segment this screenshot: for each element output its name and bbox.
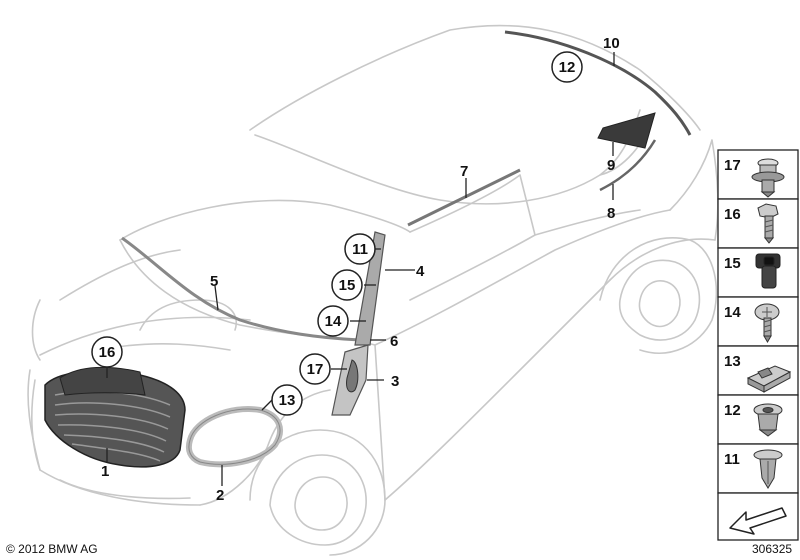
push-rivet-icon <box>753 449 783 489</box>
front-grille <box>44 366 186 468</box>
clip-bracket-icon <box>746 365 792 393</box>
callout-15-circle: 15 <box>331 269 363 301</box>
parts-panel: 17 16 15 14 13 12 11 <box>717 149 799 541</box>
callout-16-circle: 16 <box>91 336 123 368</box>
leader-lines <box>106 52 615 486</box>
callout-16: 16 <box>99 344 116 361</box>
callout-1: 1 <box>101 463 109 480</box>
callout-8: 8 <box>607 205 615 222</box>
callout-5: 5 <box>210 273 218 290</box>
a-pillar-trim <box>354 231 386 346</box>
screw-icon <box>754 303 780 343</box>
parts-number-13: 13 <box>724 353 741 370</box>
callout-11-circle: 11 <box>344 233 376 265</box>
headlight-ring <box>185 406 283 468</box>
callout-14: 14 <box>325 313 342 330</box>
callout-17: 17 <box>307 361 324 378</box>
callout-3: 3 <box>391 373 399 390</box>
pillar-cover-slot <box>346 359 359 393</box>
callout-10: 10 <box>603 35 620 52</box>
parts-number-16: 16 <box>724 206 741 223</box>
roof-moulding <box>504 30 692 136</box>
callout-2: 2 <box>216 487 224 504</box>
callout-12: 12 <box>559 59 576 76</box>
expansion-nut-icon <box>753 403 783 437</box>
callout-13-circle: 13 <box>271 384 303 416</box>
callout-7: 7 <box>460 163 468 180</box>
hex-bolt-icon <box>757 203 779 244</box>
rear-window-trim <box>599 139 657 192</box>
callout-14-circle: 14 <box>317 305 349 337</box>
callout-13: 13 <box>279 392 296 409</box>
parts-number-11: 11 <box>724 451 740 468</box>
arrow-icon <box>729 507 787 535</box>
parts-row-14 <box>717 296 799 347</box>
callout-17-circle: 17 <box>299 353 331 385</box>
roof-side-moulding <box>407 168 521 227</box>
parts-number-12: 12 <box>724 402 741 419</box>
copyright-text: © 2012 BMW AG <box>6 542 98 556</box>
parts-row-12 <box>717 394 799 445</box>
car-outline <box>27 24 719 556</box>
parts-number-14: 14 <box>724 304 741 321</box>
grommet-icon <box>755 253 781 289</box>
diagram-id: 306325 <box>752 542 793 556</box>
callout-9: 9 <box>607 157 615 174</box>
windshield-moulding <box>121 236 361 342</box>
callout-11: 11 <box>352 241 368 258</box>
callout-6: 6 <box>390 333 398 350</box>
parts-number-15: 15 <box>724 255 741 272</box>
callout-15: 15 <box>339 277 356 294</box>
rear-window-glass <box>597 112 656 149</box>
parts-number-17: 17 <box>724 157 741 174</box>
callout-4: 4 <box>416 263 425 280</box>
parts-row-16 <box>717 198 799 249</box>
callout-12-circle: 12 <box>551 51 583 83</box>
rivet-nut-icon <box>751 158 785 198</box>
